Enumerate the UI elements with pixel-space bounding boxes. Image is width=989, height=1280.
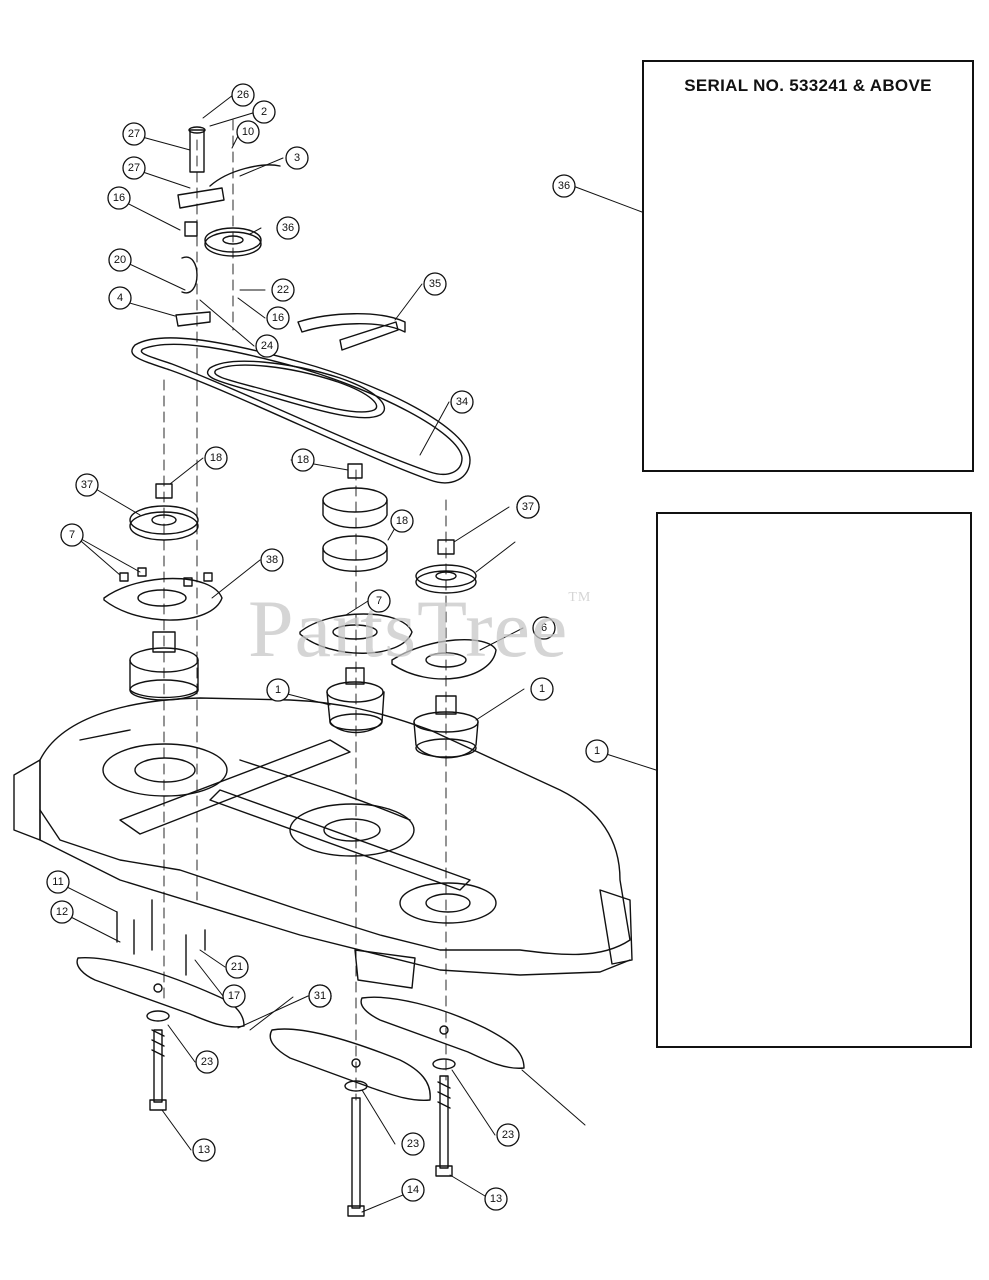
belt-keeper <box>297 313 406 351</box>
blade-washers <box>146 1010 456 1092</box>
callout-number: 14 <box>407 1184 419 1196</box>
callout-circle <box>108 286 132 310</box>
callout-circle <box>266 306 290 330</box>
deck-belt <box>131 337 471 484</box>
callout-circle <box>484 1187 508 1211</box>
callout-number: 1 <box>539 683 545 695</box>
callout-number: 23 <box>407 1138 419 1150</box>
callout-number: 13 <box>198 1144 210 1156</box>
callout-circle <box>236 120 260 144</box>
callout-circle <box>530 677 554 701</box>
callout-number: 4 <box>117 292 123 304</box>
right-blade <box>360 996 525 1069</box>
callout-circle <box>195 1050 219 1074</box>
callout-circle <box>285 146 309 170</box>
callout-circle <box>46 870 70 894</box>
callout-circle <box>266 678 290 702</box>
callout-number: 18 <box>210 452 222 464</box>
left-spindle-plate <box>103 567 223 621</box>
callout-number: 38 <box>266 554 278 566</box>
callout-number: 34 <box>456 396 468 408</box>
callout-circle <box>255 334 279 358</box>
inner-belt <box>207 360 386 419</box>
callout-circle <box>552 174 576 198</box>
callout-number: 10 <box>242 126 254 138</box>
callout-circle <box>276 216 300 240</box>
callout-number: 31 <box>314 990 326 1002</box>
callout-number: 27 <box>128 162 140 174</box>
mower-deck-shell <box>13 697 633 989</box>
callout-number: 2 <box>261 106 267 118</box>
callout-number: 16 <box>113 192 125 204</box>
callout-number: 6 <box>541 622 547 634</box>
callout-number: 21 <box>231 961 243 973</box>
callout-circle <box>107 186 131 210</box>
callout-circle <box>192 1138 216 1162</box>
callout-number: 7 <box>69 529 75 541</box>
callout-number: 36 <box>282 222 294 234</box>
right-spindle-plate <box>391 639 497 680</box>
center-pulley <box>322 463 388 572</box>
callout-circle <box>401 1132 425 1156</box>
callout-circle <box>390 509 414 533</box>
callout-circle <box>108 248 132 272</box>
inset-title: SERIAL NO. 533241 & ABOVE <box>684 76 932 95</box>
callout-number: 22 <box>277 284 289 296</box>
callout-circle <box>291 448 315 472</box>
callout-number: 13 <box>490 1193 502 1205</box>
callout-number: 18 <box>396 515 408 527</box>
callout-number: 23 <box>201 1056 213 1068</box>
callout-number: 1 <box>594 745 600 757</box>
callout-circle <box>516 495 540 519</box>
serial-inset-panel: SERIAL NO. 533241 & ABOVE <box>642 60 974 472</box>
callout-number: 27 <box>128 128 140 140</box>
callout-number: 17 <box>228 990 240 1002</box>
spindle-inset-panel <box>656 512 972 1048</box>
callout-number: 36 <box>558 180 570 192</box>
blade-bolts <box>149 1029 453 1217</box>
callout-circle <box>75 473 99 497</box>
callout-circle <box>50 900 74 924</box>
callout-number: 37 <box>81 479 93 491</box>
callout-circle <box>122 122 146 146</box>
callout-number: 24 <box>261 340 273 352</box>
callout-circle <box>450 390 474 414</box>
callout-number: 37 <box>522 501 534 513</box>
callout-circle <box>367 589 391 613</box>
deck-bolts <box>116 899 206 976</box>
callout-circle <box>222 984 246 1008</box>
callout-circle <box>260 548 284 572</box>
callout-circle <box>423 272 447 296</box>
callout-number: 35 <box>429 278 441 290</box>
callout-circle <box>585 739 609 763</box>
callout-circle <box>122 156 146 180</box>
callout-circle <box>532 616 556 640</box>
callout-number: 12 <box>56 906 68 918</box>
callout-circle <box>252 100 276 124</box>
callout-number: 23 <box>502 1129 514 1141</box>
callout-number: 18 <box>297 454 309 466</box>
callout-circle <box>60 523 84 547</box>
callout-number: 26 <box>237 89 249 101</box>
callout-number: 16 <box>272 312 284 324</box>
callout-number: 7 <box>376 595 382 607</box>
callout-circle <box>231 83 255 107</box>
callout-number: 3 <box>294 152 300 164</box>
callout-circle <box>271 278 295 302</box>
center-spindle-housing <box>326 667 385 734</box>
callout-circle <box>308 984 332 1008</box>
left-blade <box>76 957 245 1028</box>
center-spindle-plate <box>299 613 413 654</box>
callout-circle <box>204 446 228 470</box>
callout-number: 11 <box>52 876 63 888</box>
callout-number: 20 <box>114 254 126 266</box>
callout-circle <box>401 1178 425 1202</box>
callout-circle <box>225 955 249 979</box>
callout-number: 1 <box>275 684 281 696</box>
left-idler-bracket <box>175 126 281 327</box>
callout-circle <box>496 1123 520 1147</box>
